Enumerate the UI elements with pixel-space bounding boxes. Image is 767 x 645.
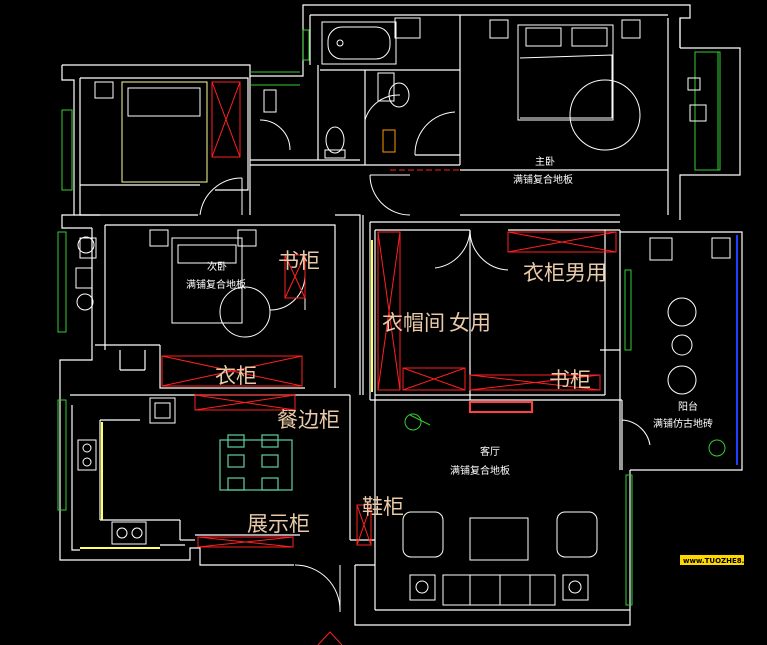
watermark: www.TUOZHE8.com bbox=[680, 555, 761, 565]
label-display-cabinet: 展示柜 bbox=[247, 512, 310, 536]
balcony-name: 阳台 bbox=[678, 400, 698, 413]
master-bedroom-name: 主卧 bbox=[535, 155, 555, 168]
label-bookcase-2: 书柜 bbox=[549, 368, 591, 392]
tv-cabinet bbox=[469, 401, 533, 413]
bedroom-2-bed bbox=[75, 229, 271, 338]
label-shoe-cabinet: 鞋柜 bbox=[362, 495, 404, 519]
walls bbox=[59, 4, 743, 626]
label-cloakroom: 衣帽间 bbox=[382, 311, 445, 335]
bedroom-1-bed bbox=[94, 81, 208, 183]
label-dining-cabinet: 餐边柜 bbox=[277, 408, 340, 432]
bathroom-fixtures bbox=[263, 17, 421, 159]
living-room-floor: 满铺复合地板 bbox=[450, 464, 510, 477]
label-bookcase-1: 书柜 bbox=[278, 249, 320, 273]
cabinets bbox=[161, 81, 617, 548]
room-labels: 主卧 满铺复合地板 次卧 满铺复合地板 客厅 满铺复合地板 阳台 满铺仿古地砖 bbox=[186, 155, 713, 477]
windows bbox=[57, 29, 721, 606]
label-male-wardrobe: 衣柜男用 bbox=[523, 261, 607, 285]
bottom-marker bbox=[317, 631, 343, 645]
living-room-name: 客厅 bbox=[480, 445, 500, 458]
balcony-furniture bbox=[649, 237, 731, 457]
yellow-accents bbox=[80, 240, 373, 549]
furniture-labels: 书柜 衣柜 餐边柜 展示柜 鞋柜 衣帽间 女用 衣柜男用 书柜 bbox=[215, 249, 607, 536]
watermark-background bbox=[680, 555, 744, 565]
second-bedroom-name: 次卧 bbox=[207, 260, 227, 273]
doors bbox=[199, 94, 651, 612]
watermark-text: www.TUOZHE8.com bbox=[683, 557, 761, 565]
balcony-floor: 满铺仿古地砖 bbox=[653, 417, 713, 430]
living-room-furniture bbox=[402, 413, 598, 606]
master-bedroom-floor: 满铺复合地板 bbox=[513, 173, 573, 186]
dining-set bbox=[219, 434, 293, 491]
master-bed bbox=[489, 19, 707, 151]
kitchen-fixtures bbox=[77, 397, 176, 545]
second-bedroom-floor: 满铺复合地板 bbox=[186, 278, 246, 291]
label-female: 女用 bbox=[449, 311, 491, 335]
label-wardrobe: 衣柜 bbox=[215, 364, 257, 388]
